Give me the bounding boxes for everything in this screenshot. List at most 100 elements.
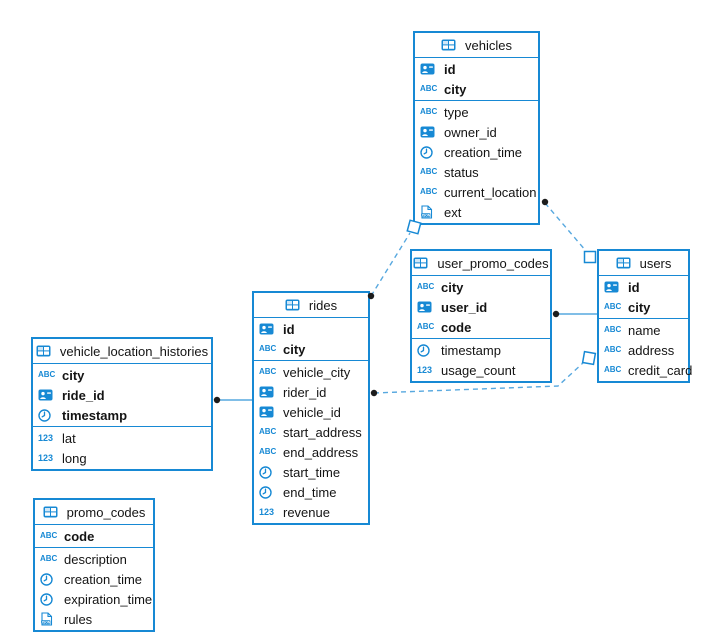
idcard-icon (420, 126, 439, 138)
table-title: vehicle_location_histories (59, 343, 209, 359)
table-header[interactable]: users (599, 251, 688, 276)
field-label: city (62, 367, 85, 383)
field-row-start_time: start_time (254, 462, 368, 482)
number-123-icon: 123 (38, 432, 54, 443)
svg-text:JSON: JSON (421, 213, 431, 217)
abc-icon: ABC (259, 427, 277, 436)
table-header[interactable]: user_promo_codes (412, 251, 550, 276)
field-label: ride_id (62, 387, 105, 403)
field-label: city (283, 341, 306, 357)
table-title: promo_codes (66, 504, 146, 520)
field-label: rider_id (283, 384, 327, 400)
table-header[interactable]: vehicles (415, 33, 538, 58)
field-label: code (441, 319, 472, 335)
field-row-expiration_time: expiration_time (35, 589, 153, 609)
relation-child-marker (370, 389, 378, 397)
field-label: vehicle_id (283, 404, 341, 420)
abc-icon: ABC (604, 302, 622, 311)
table-icon (413, 257, 432, 269)
table-icon (616, 257, 635, 269)
abc-icon: ABC (259, 447, 277, 456)
json-icon: JSON (40, 612, 59, 626)
field-row-vehicle_id: vehicle_id (254, 402, 368, 422)
table-title: vehicles (465, 37, 512, 53)
field-label: current_location (444, 184, 537, 200)
field-row-end_address: ABC end_address (254, 442, 368, 462)
field-label: owner_id (444, 124, 497, 140)
field-row-id: id (254, 319, 368, 339)
table-header[interactable]: promo_codes (35, 500, 153, 525)
field-row-id: id (415, 59, 538, 79)
clock-icon (259, 485, 278, 499)
field-label: creation_time (64, 571, 143, 587)
field-row-long: 123 long (33, 448, 211, 468)
idcard-icon (259, 406, 278, 418)
field-label: status (444, 164, 479, 180)
abc-icon: ABC (417, 282, 435, 291)
abc-icon: ABC (259, 344, 277, 353)
field-row-rider_id: rider_id (254, 382, 368, 402)
field-label: usage_count (441, 362, 516, 378)
field-label: end_address (283, 444, 359, 460)
field-label: city (441, 279, 464, 295)
abc-icon: ABC (420, 84, 438, 93)
abc-icon: ABC (604, 345, 622, 354)
field-label: description (64, 551, 127, 567)
clock-icon (420, 145, 439, 159)
field-row-end_time: end_time (254, 482, 368, 502)
number-123-icon: 123 (38, 452, 54, 463)
table-header[interactable]: vehicle_location_histories (33, 339, 211, 364)
field-label: lat (62, 430, 76, 446)
field-row-owner_id: owner_id (415, 122, 538, 142)
field-label: user_id (441, 299, 488, 315)
field-label: creation_time (444, 144, 523, 160)
table-title: rides (308, 297, 338, 313)
table-icon (441, 39, 460, 51)
field-label: timestamp (62, 407, 128, 423)
field-label: id (283, 321, 295, 337)
idcard-icon (38, 389, 57, 401)
svg-text:JSON: JSON (41, 620, 51, 624)
field-row-ride_id: ride_id (33, 385, 211, 405)
abc-icon: ABC (259, 367, 277, 376)
clock-icon (259, 465, 278, 479)
abc-icon: ABC (38, 370, 56, 379)
field-row-id: id (599, 277, 688, 297)
relation-rides-to-vehicles (370, 232, 411, 297)
abc-icon: ABC (604, 365, 622, 374)
field-label: start_time (283, 464, 341, 480)
abc-icon: ABC (604, 325, 622, 334)
relation-child-marker (213, 396, 221, 404)
field-row-timestamp: timestamp (33, 405, 211, 425)
field-label: long (62, 450, 87, 466)
relation-child-marker (552, 310, 560, 318)
clock-icon (38, 408, 57, 422)
field-label: id (628, 279, 640, 295)
table-header[interactable]: rides (254, 293, 368, 318)
field-label: expiration_time (64, 591, 153, 607)
table-title: users (639, 255, 672, 271)
number-123-icon: 123 (417, 364, 433, 375)
field-row-city: ABC city (412, 277, 550, 297)
json-icon: JSON (420, 205, 439, 219)
